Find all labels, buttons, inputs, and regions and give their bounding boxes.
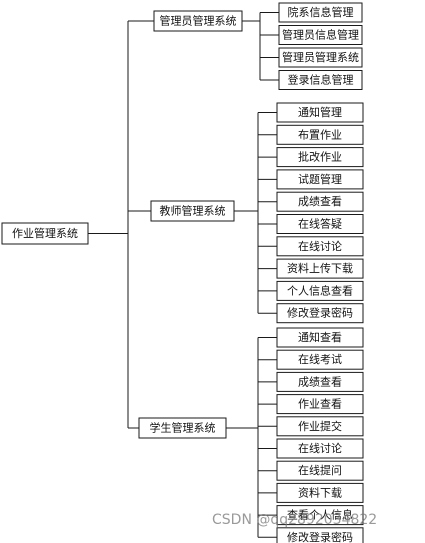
connector-lines <box>88 12 279 538</box>
branch-node-2-label: 学生管理系统 <box>150 421 216 435</box>
leaf-node-0-0-label: 院系信息管理 <box>288 5 354 19</box>
branch-node-0: 管理员管理系统 <box>153 10 243 32</box>
leaf-node-1-9-label: 修改登录密码 <box>287 306 353 320</box>
leaf-node-1-0-label: 通知管理 <box>298 105 342 119</box>
leaf-node-0-3-frame <box>278 70 363 90</box>
leaf-node-2-1-frame <box>276 349 364 370</box>
leaf-node-1-2: 批改作业 <box>276 147 364 168</box>
leaf-node-2-7-frame <box>276 482 364 503</box>
leaf-node-1-8: 个人信息查看 <box>276 280 364 301</box>
leaf-node-2-7-label: 资料下载 <box>298 485 342 499</box>
leaf-node-1-1-label: 布置作业 <box>298 128 342 141</box>
leaf-node-1-8-label: 个人信息查看 <box>287 283 353 297</box>
branch-node-1: 教师管理系统 <box>150 200 235 222</box>
leaf-node-2-4: 作业提交 <box>276 416 364 437</box>
leaf-node-2-1-label: 在线考试 <box>298 352 342 366</box>
leaf-node-2-3-frame <box>276 394 364 415</box>
leaf-node-1-0: 通知管理 <box>276 102 364 123</box>
leaf-node-0-1: 管理员信息管理 <box>278 25 363 45</box>
leaf-node-2-8-frame <box>276 505 364 526</box>
leaf-node-1-3-label: 试题管理 <box>298 172 342 186</box>
leaf-node-2-3-label: 作业查看 <box>298 397 342 411</box>
leaf-node-0-3: 登录信息管理 <box>278 70 363 90</box>
branch-node-2: 学生管理系统 <box>138 417 227 439</box>
leaf-node-0-2: 管理员管理系统 <box>278 47 363 68</box>
leaf-node-0-1-label: 管理员信息管理 <box>282 28 359 42</box>
leaf-node-2-8-label: 查看个人信息 <box>287 508 353 522</box>
branch-node-2-frame <box>138 417 227 439</box>
leaf-node-2-5-label: 在线讨论 <box>298 441 342 455</box>
leaf-node-0-2-frame <box>278 47 363 68</box>
leaf-node-1-7: 资料上传下载 <box>276 258 364 279</box>
leaf-node-0-0-frame <box>278 2 363 23</box>
leaf-node-0-0: 院系信息管理 <box>278 2 363 23</box>
leaf-node-1-7-frame <box>276 258 364 279</box>
branch-node-0-label: 管理员管理系统 <box>160 14 237 28</box>
leaf-node-1-5-frame <box>276 214 364 234</box>
branch-node-0-frame <box>153 10 243 32</box>
leaf-node-2-5: 在线讨论 <box>276 438 364 459</box>
leaf-node-2-9: 修改登录密码 <box>276 527 364 543</box>
leaf-node-2-0-label: 通知查看 <box>298 330 342 344</box>
leaf-node-1-8-frame <box>276 280 364 301</box>
leaf-node-2-6-label: 在线提问 <box>298 463 342 477</box>
leaf-node-1-4-frame <box>276 191 364 212</box>
leaf-node-2-6-frame <box>276 460 364 481</box>
leaf-node-1-0-frame <box>276 102 364 123</box>
leaf-node-1-7-label: 资料上传下载 <box>287 261 353 275</box>
leaf-node-1-3: 试题管理 <box>276 169 364 190</box>
leaf-node-1-5-label: 在线答疑 <box>298 217 342 231</box>
leaf-node-2-4-label: 作业提交 <box>298 419 342 433</box>
leaf-node-1-1: 布置作业 <box>276 124 364 145</box>
leaf-node-2-0-frame <box>276 327 364 348</box>
leaf-node-2-2: 成绩查看 <box>276 371 364 392</box>
root-node-label: 作业管理系统 <box>12 226 78 240</box>
leaf-node-2-6: 在线提问 <box>276 460 364 481</box>
diagram-nodes: 作业管理系统管理员管理系统院系信息管理管理员信息管理管理员管理系统登录信息管理教… <box>1 2 364 543</box>
leaf-node-0-2-label: 管理员管理系统 <box>282 50 359 64</box>
leaf-node-1-3-frame <box>276 169 364 190</box>
leaf-node-2-5-frame <box>276 438 364 459</box>
leaf-node-2-9-frame <box>276 527 364 543</box>
leaf-node-0-3-label: 登录信息管理 <box>288 73 354 87</box>
leaf-node-1-5: 在线答疑 <box>276 214 364 234</box>
leaf-node-2-4-frame <box>276 416 364 437</box>
leaf-node-2-3: 作业查看 <box>276 394 364 415</box>
leaf-node-0-1-frame <box>278 25 363 45</box>
leaf-node-2-1: 在线考试 <box>276 349 364 370</box>
leaf-node-2-0: 通知查看 <box>276 327 364 348</box>
leaf-node-2-9-label: 修改登录密码 <box>287 530 353 543</box>
leaf-node-1-4: 成绩查看 <box>276 191 364 212</box>
leaf-node-1-2-label: 批改作业 <box>298 150 342 164</box>
leaf-node-1-9: 修改登录密码 <box>276 303 364 324</box>
leaf-node-1-6-frame <box>276 236 364 257</box>
leaf-node-1-1-frame <box>276 124 364 145</box>
branch-node-1-frame <box>150 200 235 222</box>
leaf-node-1-6: 在线讨论 <box>276 236 364 257</box>
leaf-node-2-2-label: 成绩查看 <box>298 374 342 388</box>
leaf-node-1-2-frame <box>276 147 364 168</box>
leaf-node-1-9-frame <box>276 303 364 324</box>
leaf-node-2-7: 资料下载 <box>276 482 364 503</box>
leaf-node-1-6-label: 在线讨论 <box>298 239 342 253</box>
root-node-frame <box>1 222 89 245</box>
root-node: 作业管理系统 <box>1 222 89 245</box>
leaf-node-2-2-frame <box>276 371 364 392</box>
leaf-node-2-8: 查看个人信息 <box>276 505 364 526</box>
leaf-node-1-4-label: 成绩查看 <box>298 194 342 208</box>
branch-node-1-label: 教师管理系统 <box>160 204 226 218</box>
